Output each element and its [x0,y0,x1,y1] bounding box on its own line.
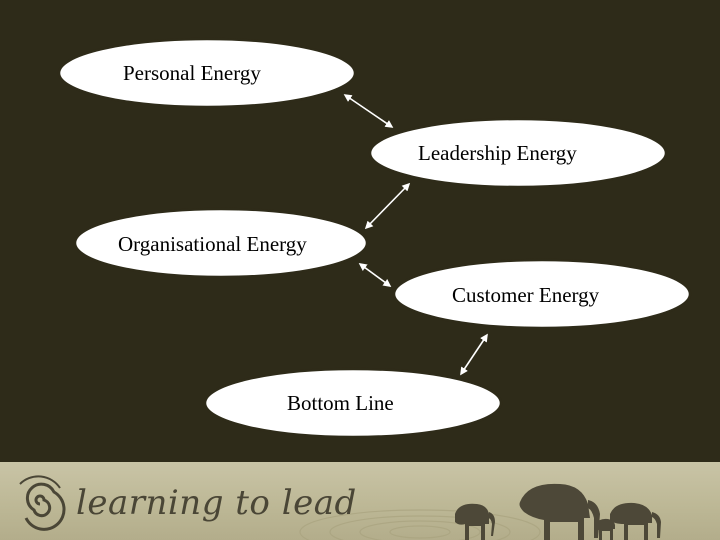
bottom-line-label: Bottom Line [287,391,394,415]
leadership-energy-label: Leadership Energy [418,141,577,165]
brand-logo-text: learning to lead [76,483,357,523]
elephants-image [455,483,661,540]
organisational-energy-label: Organisational Energy [118,232,307,256]
footer-artwork [19,475,661,540]
customer-energy-node [392,258,692,330]
personal-energy-label: Personal Energy [123,61,261,85]
footer-banner [0,462,720,540]
bottom-line-node [203,367,503,439]
arrow-organisational-customer [358,263,392,287]
customer-energy-label: Customer Energy [452,283,600,307]
arrow-leadership-organisational [364,182,411,230]
arrow-customer-bottom [460,333,488,376]
arrow-personal-leadership [343,94,394,128]
leadership-energy-node [368,117,668,189]
spiral-icon [19,475,66,531]
personal-energy-node [57,37,357,109]
organisational-energy-node [73,207,369,279]
